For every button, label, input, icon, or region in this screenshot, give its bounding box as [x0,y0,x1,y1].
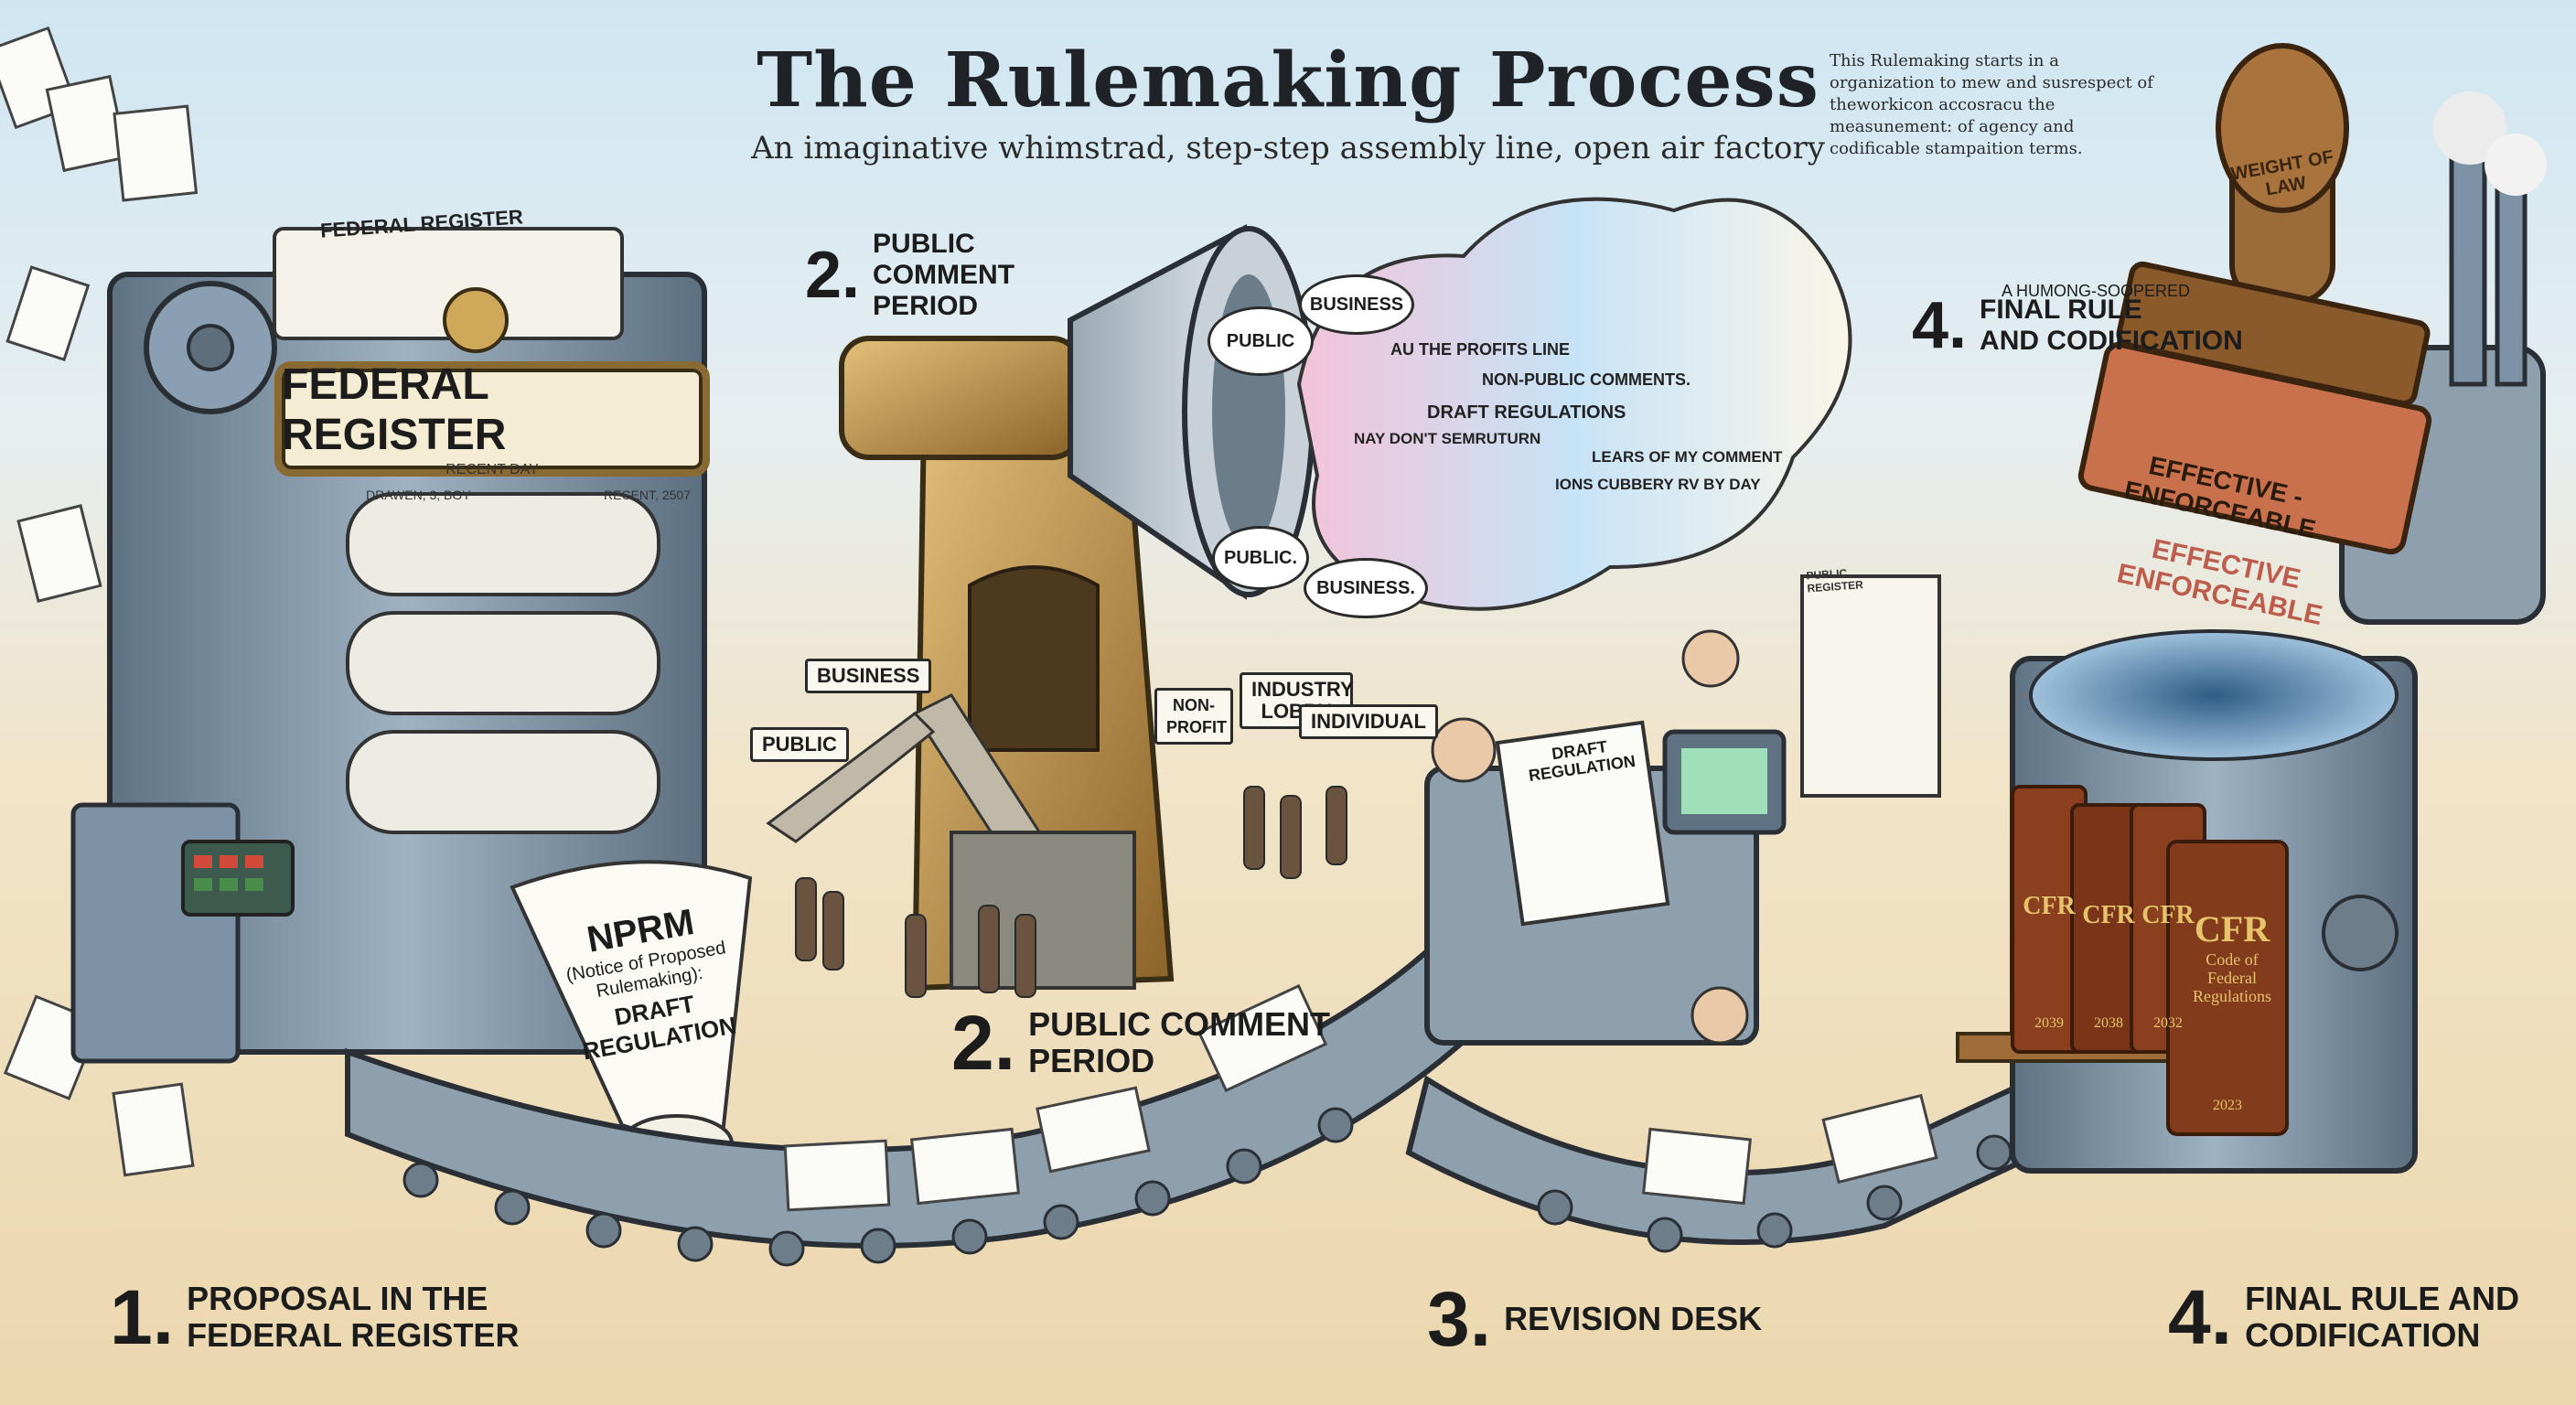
sign-industry-lobby: INDUSTRY LOBBY [1240,672,1354,729]
comment-cloud [1296,197,1852,611]
step-4-top-line1: Final Rule [1980,295,2142,325]
step-2-number: 2. [951,1000,1016,1086]
step-1-line2: Federal Register [187,1316,520,1354]
step-4-line2: Codification [2245,1316,2481,1354]
page-subtitle: An imaginative whimstrad, step-step asse… [751,130,1825,166]
step-2-top-number: 2. [805,239,861,312]
cfr-book-1-spine: CFR [2023,892,2076,920]
step-4-top-label: 4. Final Rule and Codification [1912,293,2243,359]
federal-register-title: FEDERAL REGISTER [282,360,507,459]
step-2-label: 2. Public Comment Period [951,1004,1330,1081]
step-2-line2: Period [1028,1042,1155,1079]
step-3-number: 3. [1427,1276,1492,1362]
cfr-book-4-detail-1: Code of [2206,950,2259,969]
banner-corner-left: DRAWEN, 3, BGY [366,488,471,502]
bubble-public-top: PUBLIC [1208,306,1314,376]
intro-note: This Rulemaking starts in a organization… [1830,51,2153,158]
step-4-top-text: Final Rule and Codification [1980,295,2243,357]
cfr-book-4-detail-2: Federal [2207,969,2257,987]
step-3-text: Revision Desk [1504,1300,1763,1337]
step-2-top-line2: Comment [873,260,1015,290]
cloud-line-2: DRAFT REGULATIONS [1427,402,1626,423]
cfr-book-4-cover: CFR Code of Federal Regulations [2177,907,2287,1005]
step-1-label: 1. Proposal in the Federal Register [110,1279,519,1356]
cfr-book-3-year: 2032 [2153,1015,2183,1031]
step-1-line1: Proposal in the [187,1280,488,1317]
cloud-line-6: LEARS OF MY COMMENT [1592,448,1783,466]
conveyor-belt [345,947,2163,1267]
cfr-book-4-spine: CFR [2194,908,2270,949]
federal-register-banner: FEDERAL REGISTER RECENT DAY [274,360,710,477]
step-4-label: 4. Final Rule and Codification [2168,1279,2519,1356]
cfr-book-3-spine: CFR [2141,901,2195,929]
step-4-line1: Final Rule and [2245,1280,2520,1317]
cfr-book-1-year: 2039 [2034,1015,2064,1031]
bubble-business-top: BUSINESS [1299,274,1414,335]
step-2-top-text: Public Comment Period [873,229,1014,322]
crowd [795,786,1347,998]
cfr-book-4-detail-3: Regulations [2193,987,2271,1005]
step-2-text: Public Comment Period [1028,1006,1330,1079]
sign-non-profit: NON-PROFIT [1154,688,1233,745]
sign-individual: INDIVIDUAL [1299,704,1438,739]
cfr-book-2-spine: CFR [2082,901,2135,929]
sign-business: BUSINESS [805,659,932,693]
codification-vault [1956,91,2547,1174]
cfr-books [2011,785,2289,1136]
federal-register-subtitle: RECENT DAY [445,462,539,477]
cloud-line-4: NAY DON'T SEMRUTURN [1354,430,1541,447]
megaphone-tower [766,224,1315,992]
paper-stack-label: PUBLIC REGISTER [1806,566,1864,595]
step-4-kicker: A HUMONG-SOOPERED [2002,282,2191,300]
page-title: The Rulemaking Process [757,37,1819,124]
step-4-number: 4. [2168,1274,2233,1360]
step-4-text: Final Rule and Codification [2245,1281,2519,1354]
giant-stamp [2077,43,2432,555]
step-4-top-line2: and Codification [1980,326,2243,356]
step-1-number: 1. [110,1274,175,1360]
step-2-line1: Public Comment [1028,1005,1331,1043]
cloud-line-1: NON-PUBLIC COMMENTS. [1482,370,1690,389]
sign-public: PUBLIC [750,727,849,762]
step-4-top-number: 4. [1912,289,1968,362]
step-2-top-label: 2. Public Comment Period [805,229,1014,322]
cfr-book-4-year: 2023 [2213,1098,2242,1113]
revision-desk [1424,574,1941,1046]
banner-corner-right: RECENT, 2507 [604,488,691,502]
step-3-label: 3. Revision Desk [1427,1281,1762,1357]
cloud-line-3: AU THE PROFITS LINE [1390,340,1571,359]
bubble-public-bottom: PUBLIC. [1212,526,1309,590]
bubble-business-bottom: BUSINESS. [1304,558,1428,618]
step-2-top-line1: Public [873,229,975,259]
step-1-text: Proposal in the Federal Register [187,1281,519,1354]
flying-papers [0,26,199,1177]
cfr-book-2-year: 2038 [2094,1015,2123,1031]
step-2-top-line3: Period [873,291,979,321]
cloud-line-5: IONS CUBBERY RV BY DAY [1555,476,1761,493]
